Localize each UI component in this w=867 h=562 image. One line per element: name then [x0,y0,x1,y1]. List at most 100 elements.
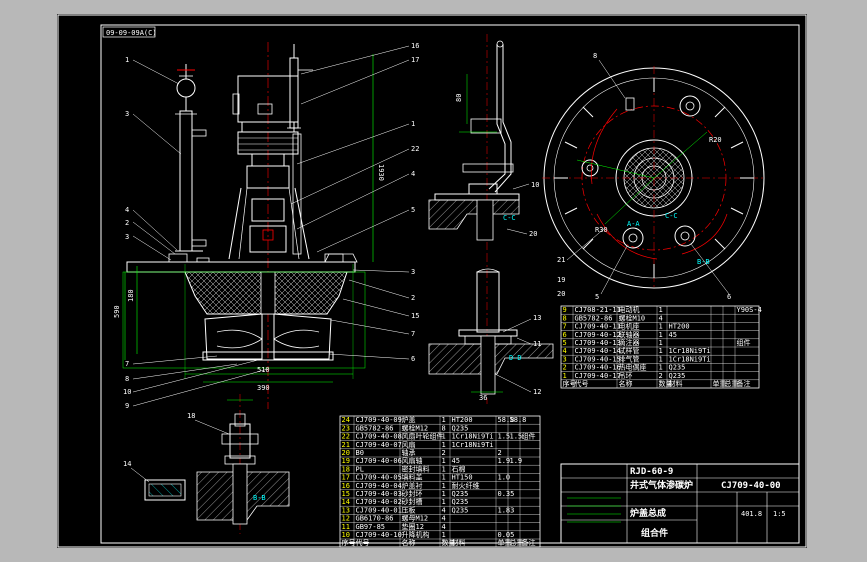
bom-cell: CJ709-40-11 [575,323,621,331]
section-c-label-2: C-C [665,212,678,220]
title-model: RJD-60-9 [630,467,673,477]
balloon-18: 18 [187,412,195,420]
plan-view: R20 R30 A-A C-C B-B 8 21 19 20 5 6 [542,52,766,301]
title-type: 组合件 [641,527,668,539]
bom-cell: 5 [563,339,567,347]
bom-cell: 16 [342,482,350,490]
leader-lines [132,45,410,407]
bom-cell: 1Cr18Ni9Ti [452,433,494,441]
bom-cell: 58.8 [498,416,515,424]
balloon-21: 21 [557,256,565,264]
bom-cell: 1Cr18Ni9Ti [452,441,494,449]
bom-cell: 45 [452,457,460,465]
bom-header-cell: 材料 [669,379,683,388]
dim-h1: 590 [113,305,121,318]
bom-cell: 1 [659,355,663,363]
bom-cell: CJ709-40-13 [575,339,621,347]
lift-screw [289,57,299,129]
bom-cell: 1 [442,474,446,482]
bom-cell: 4 [442,523,446,531]
balloon-15: 15 [411,312,419,320]
bom-cell: 17 [342,474,350,482]
bom-cell: B0 [356,449,364,457]
bom-cell: 13 [342,506,350,514]
bom-cell: 1Cr18Ni9Ti [669,355,711,363]
bom-cell: 电机座 [619,322,640,331]
port-bottom-left [622,227,644,249]
bom-cell: 0.35 [498,490,515,498]
bom-cell: 24 [342,416,350,424]
bom-cell: 8 [563,314,567,322]
bom-cell: 11 [342,523,350,531]
bom-cell: 吊环 [619,372,633,380]
bom-header-cell: 总重 [725,379,739,388]
bom-cell: 19 [342,457,350,465]
bom-header-cell: 名称 [619,379,633,388]
balloon-1b: 1 [411,120,415,128]
balloon-11: 11 [533,340,541,348]
bom-cell: 螺栓M12 [402,423,429,432]
drip-column [179,110,193,252]
balloon-6b: 6 [727,293,731,301]
bom-cell: CJ709-40-14 [575,347,621,355]
bom-cell: CJ709-40-07 [356,441,402,449]
bom-cell: CJ709-40-05 [356,474,402,482]
stamp-box [102,26,156,38]
bom-header-cell: 序号 [342,538,356,547]
balloon-3: 3 [125,110,129,118]
bom-cell: Q235 [452,490,469,498]
balloon-5: 5 [411,206,415,214]
balloon-17: 17 [411,56,419,64]
bom-cell: 联轴器 [619,330,640,339]
bom-cell: 填料盖 [402,473,423,482]
bom-cell: 1.9 [510,457,523,465]
balloon-22: 22 [411,145,419,153]
bom-cell: 滴注器 [619,338,640,347]
cad-drawing: 09-09-09A(C) [57,14,807,548]
drawing-number: CJ709-40-00 [721,481,781,491]
bom-cell: 砂封环 [402,489,423,498]
bom-header-cell: 备注 [737,379,751,388]
dim-h2: 1930 [377,164,385,181]
port-left [581,159,599,177]
bom-cell: CJ709-40-15 [575,355,621,363]
bom-cell: 1 [442,465,446,473]
dim-h3: 180 [127,289,135,302]
bom-cell: 热电偶座 [619,363,647,372]
section-d-label: D-D [509,354,522,362]
bom-cell: 7 [563,323,567,331]
bom-cell: 0.05 [498,531,515,539]
bom-cell: 1 [442,490,446,498]
bom-header-cell: 总重 [510,538,524,547]
bom-cell: 18 [342,465,350,473]
bom-cell: 4 [442,515,446,523]
drawing-sheet: 09-09-09A(C) [57,14,807,548]
section-b-label: B-B [697,258,710,266]
balloon-8: 8 [125,375,129,383]
dim-top: 80 [455,94,463,102]
bom-cell: 组件 [737,338,751,347]
bom-cell: 1 [659,331,663,339]
balloon-16: 16 [411,42,419,50]
bom-cell: 轴承 [402,448,416,457]
bom-header-cell: 备注 [522,538,536,547]
bom-cell: 1 [442,441,446,449]
lifting-ring [176,78,196,98]
bom-cell: 压板 [402,505,416,514]
bom-cell: HT200 [669,323,690,331]
bom-cell: 石棉 [452,464,466,473]
bom-cell: 密封填料 [402,464,430,473]
bom-cell: GB6170-86 [356,515,394,523]
bom-cell: CJ709-40-01 [356,506,402,514]
bom-cell: 试样管 [619,346,640,355]
bom-cell: CJ709-40-17 [575,372,621,380]
balloon-9: 9 [125,402,129,410]
section-a-label: A-A [627,220,640,228]
balloon-2: 2 [125,219,129,227]
section-c-label: C-C [503,214,516,222]
bom-header-cell: 材料 [452,538,466,547]
bom-header-cell: 单重 [713,379,727,388]
bom-cell: GB5782-86 [356,424,394,432]
